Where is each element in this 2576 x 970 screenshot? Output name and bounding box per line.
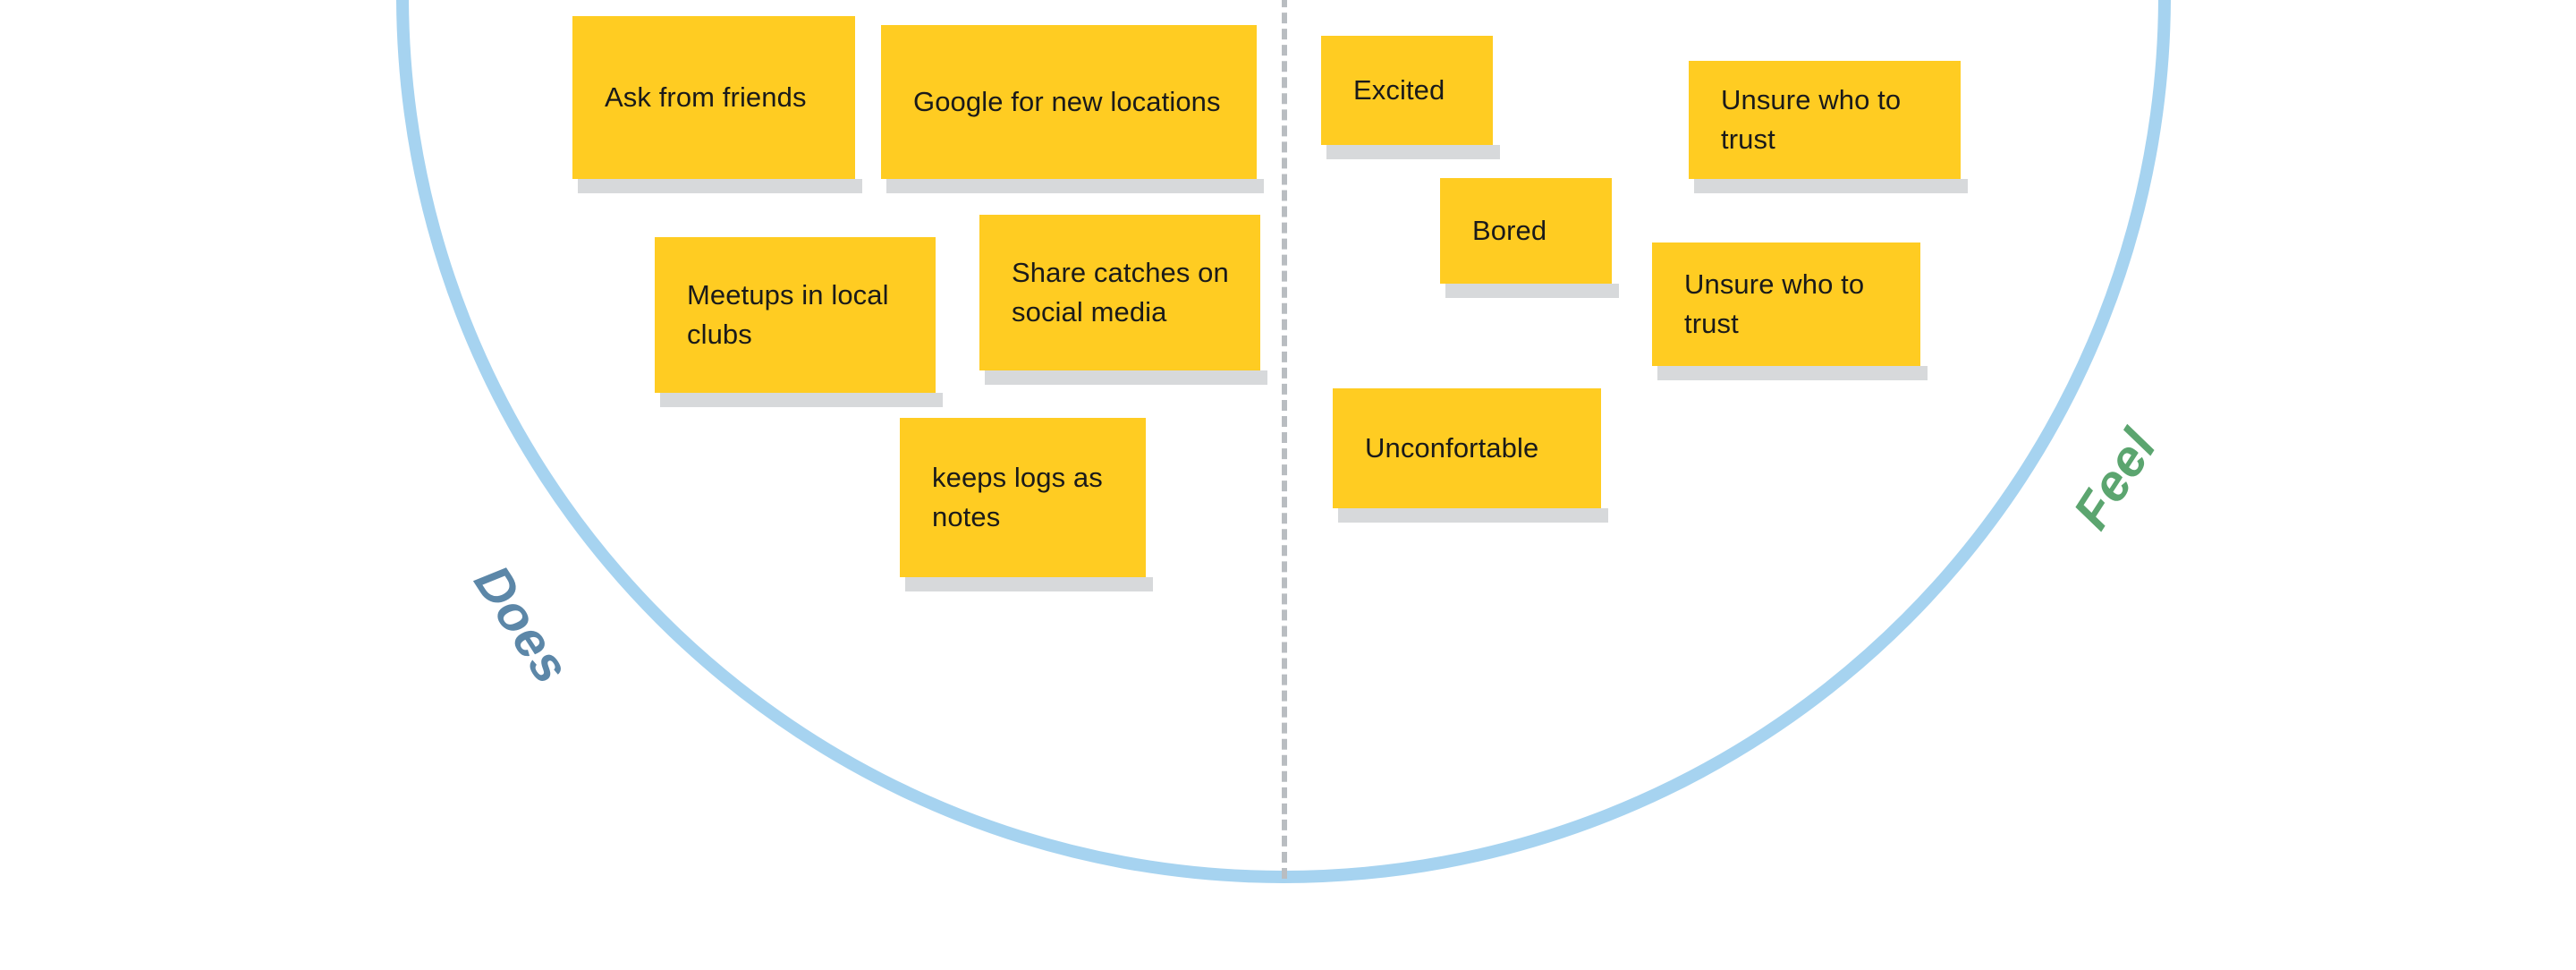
- sticky-note-text: Unsure who to trust: [1721, 84, 1902, 155]
- sticky-note[interactable]: Bored: [1440, 178, 1619, 298]
- sticky-note[interactable]: Ask from friends: [572, 16, 862, 193]
- sticky-note[interactable]: Meetups in local clubs: [655, 237, 943, 407]
- sticky-note-text: keeps logs as notes: [932, 462, 1103, 532]
- sticky-note-text: Meetups in local clubs: [687, 279, 889, 350]
- sticky-note[interactable]: Excited: [1321, 36, 1500, 159]
- quadrant-divider: [1282, 0, 1287, 879]
- sticky-note-text: Share catches on social media: [1012, 257, 1229, 328]
- sticky-note-text: Excited: [1353, 74, 1445, 106]
- sticky-note[interactable]: Google for new locations: [881, 25, 1264, 193]
- sticky-note-text: Unsure who to trust: [1684, 268, 1865, 339]
- sticky-note[interactable]: Unsure who to trust: [1689, 61, 1968, 193]
- sticky-note[interactable]: Share catches on social media: [979, 215, 1267, 385]
- sticky-note[interactable]: Unsure who to trust: [1652, 242, 1928, 380]
- sticky-note[interactable]: keeps logs as notes: [900, 418, 1153, 591]
- sticky-note-text: Ask from friends: [605, 81, 807, 113]
- quadrant-label-does: Does: [462, 555, 581, 694]
- sticky-note-text: Unconfortable: [1365, 432, 1539, 464]
- sticky-note-text: Bored: [1472, 215, 1547, 246]
- quadrant-label-feel: Feel: [2062, 419, 2168, 540]
- sticky-note-text: Google for new locations: [913, 86, 1221, 117]
- sticky-note[interactable]: Unconfortable: [1333, 388, 1608, 523]
